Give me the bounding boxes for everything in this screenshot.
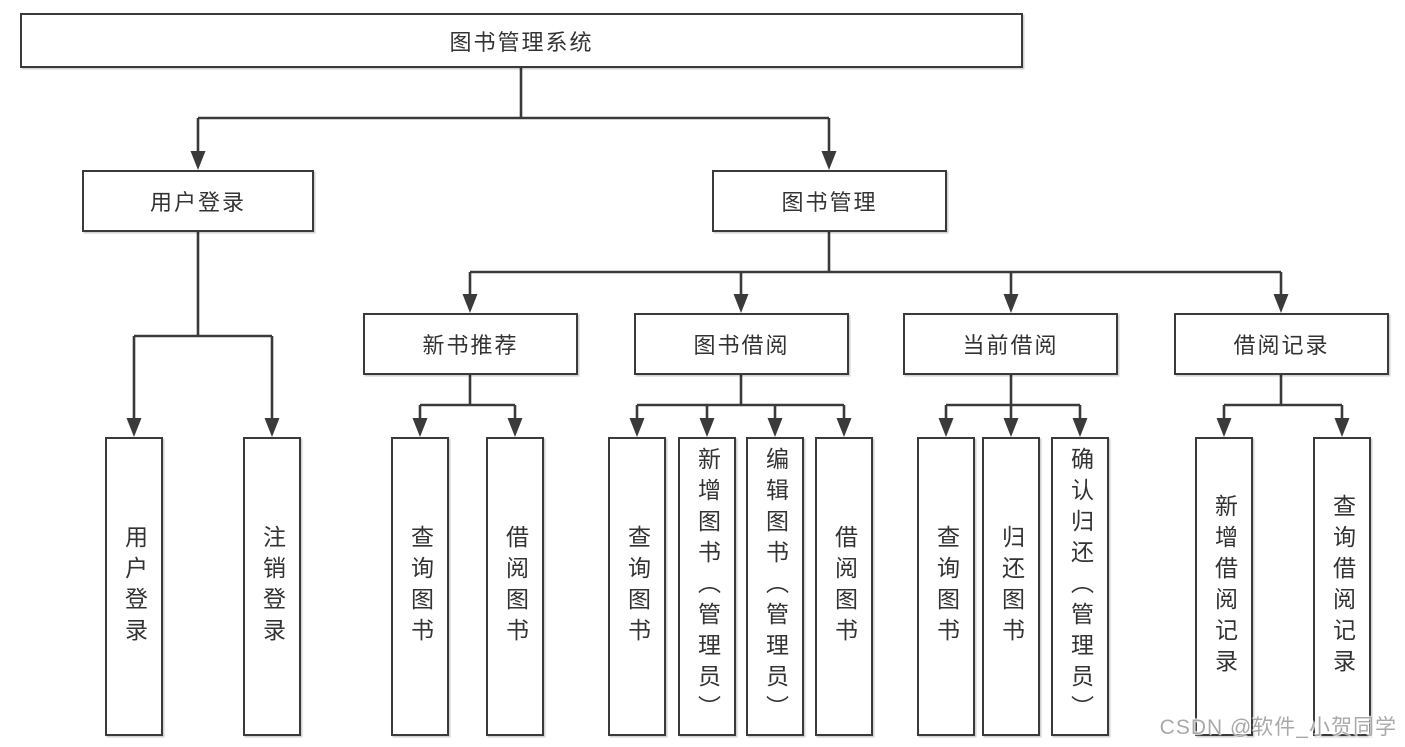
node-label: 借阅图书 [831,524,858,649]
leaf-add-borrow-record: 新增借阅记录 [1195,437,1253,736]
node-label: 编辑图书（管理员） [762,447,789,726]
root-connectors [190,68,837,170]
node-current-borrow: 当前借阅 [903,313,1118,375]
node-root-system: 图书管理系统 [20,13,1023,68]
leaf-borrow-books-recommend: 借阅图书 [486,437,544,736]
leaf-add-book-admin: 新增图书（管理员） [678,437,736,736]
book-borrow-connectors [629,375,852,437]
node-label: 查询图书 [624,524,651,649]
node-book-borrow: 图书借阅 [634,313,849,375]
leaf-query-books-recommend: 查询图书 [391,437,449,736]
user-login-connectors [126,232,280,437]
node-label: 查询图书 [407,524,434,649]
node-label: 归还图书 [998,524,1025,649]
node-borrow-records: 借阅记录 [1174,313,1389,375]
borrow-records-connectors [1216,375,1350,437]
node-label: 新增借阅记录 [1211,493,1238,680]
leaf-query-borrow-record: 查询借阅记录 [1313,437,1371,736]
node-label: 确认归还（管理员） [1067,447,1094,726]
leaf-query-books-current: 查询图书 [917,437,975,736]
leaf-return-books: 归还图书 [982,437,1040,736]
leaf-logout: 注销登录 [243,437,301,736]
node-label: 图书管理系统 [449,29,594,55]
node-label: 当前借阅 [962,333,1059,358]
node-book-management: 图书管理 [712,170,947,232]
node-label: 图书管理 [781,190,878,215]
node-label: 查询图书 [933,524,960,649]
leaf-borrow-books: 借阅图书 [815,437,873,736]
node-label: 借阅图书 [502,524,529,649]
leaf-edit-book-admin: 编辑图书（管理员） [746,437,804,736]
node-label: 新书推荐 [422,333,519,358]
leaf-user-login: 用户登录 [105,437,163,736]
node-label: 用户登录 [149,190,246,215]
leaf-confirm-return-admin: 确认归还（管理员） [1051,437,1109,736]
current-borrow-connectors [938,375,1088,437]
node-label: 用户登录 [121,524,148,649]
node-new-book-recommend: 新书推荐 [363,313,578,375]
node-label: 查询借阅记录 [1329,493,1356,680]
new-book-connectors [412,375,523,437]
node-label: 注销登录 [259,524,286,649]
node-user-login: 用户登录 [82,170,314,232]
book-management-connectors [462,232,1289,313]
node-label: 借阅记录 [1233,333,1330,358]
csdn-watermark: CSDN @软件_小贺同学 [1159,716,1397,739]
node-label: 新增图书（管理员） [694,447,721,726]
node-label: 图书借阅 [693,333,790,358]
leaf-query-books-borrow: 查询图书 [608,437,666,736]
